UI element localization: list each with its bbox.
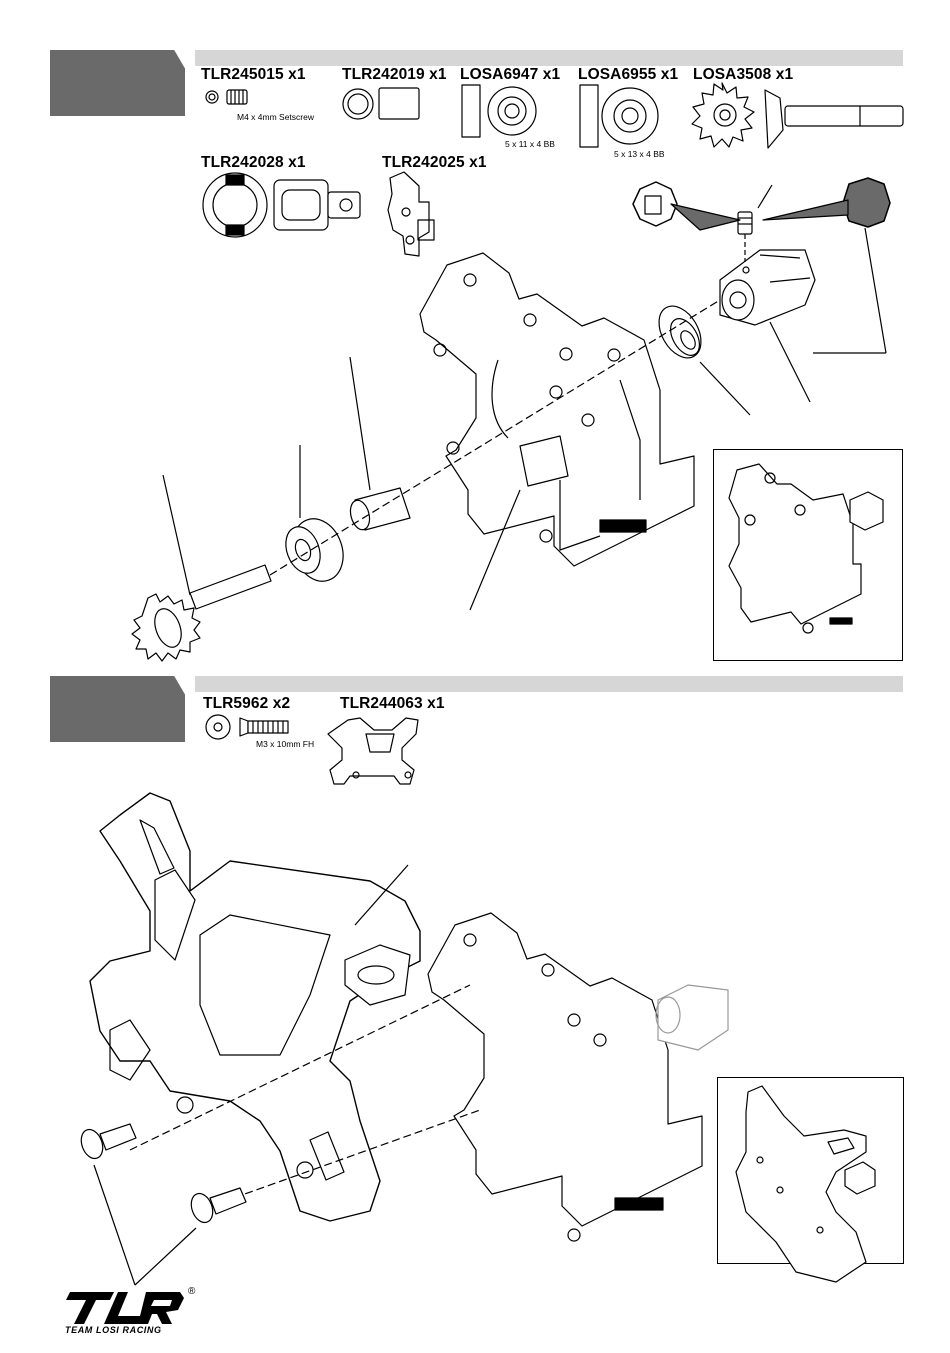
outdrive-cup-icon — [203, 173, 360, 237]
spacer-drawing — [347, 488, 410, 532]
shock-tower-icon — [328, 718, 418, 784]
bearing-drawing-step1-left — [280, 512, 352, 589]
threadlock-icon — [633, 182, 740, 230]
outdrive-drawing — [720, 250, 815, 325]
tlr-logo: TEAM LOSI RACING ® — [62, 1288, 202, 1338]
pinion-gear-icon — [692, 83, 903, 148]
grease-icon — [763, 178, 890, 227]
flathead-screw-drawing-2 — [187, 1188, 246, 1226]
gearbox-housing-drawing-step2 — [428, 913, 728, 1241]
spacer-icon — [343, 88, 419, 119]
bearing-drawing-step1-right — [650, 299, 709, 365]
logo-tagline: TEAM LOSI RACING — [65, 1325, 162, 1335]
setscrew-icon — [206, 90, 247, 104]
gearbox-housing-drawing — [420, 253, 694, 566]
inset-1-assembly — [729, 464, 883, 633]
flathead-screw-icon — [206, 715, 288, 739]
inset-2-assembly — [736, 1086, 875, 1282]
bearing-large-icon — [580, 85, 658, 147]
pinion-shaft-drawing — [132, 565, 271, 661]
shock-tower-drawing — [90, 793, 420, 1221]
gearbox-housing-small-icon — [388, 172, 434, 256]
registered-mark: ® — [188, 1286, 195, 1297]
flathead-screw-drawing-1 — [77, 1124, 136, 1162]
bearing-small-icon — [462, 85, 536, 137]
